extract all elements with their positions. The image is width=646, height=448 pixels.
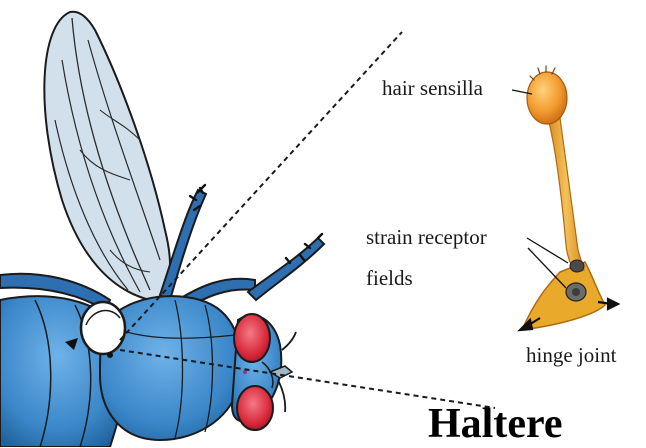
fly-illustration bbox=[0, 12, 324, 447]
label-haltere: Haltere bbox=[428, 400, 563, 448]
strain-receptor-leader-2 bbox=[528, 248, 566, 288]
haltere-stalk bbox=[548, 118, 584, 271]
label-strain-receptor-fields: fields bbox=[366, 266, 413, 291]
label-hinge-joint: hinge joint bbox=[526, 343, 616, 368]
fly-eye-upper bbox=[234, 314, 270, 362]
haltere-illustration bbox=[512, 66, 618, 330]
fly-eye-lower bbox=[237, 386, 273, 430]
fly-wing bbox=[44, 12, 170, 300]
strain-receptor-leader-1 bbox=[527, 238, 568, 263]
label-hair-sensilla: hair sensilla bbox=[382, 76, 483, 101]
haltere-base bbox=[522, 262, 605, 330]
label-strain-receptor: strain receptor bbox=[366, 225, 487, 250]
